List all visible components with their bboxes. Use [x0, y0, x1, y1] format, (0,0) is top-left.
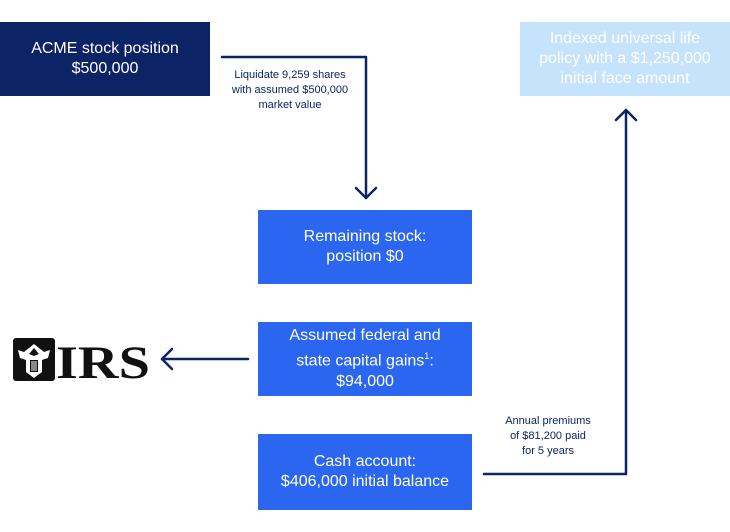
premiums-note-line3: for 5 years: [522, 445, 574, 457]
capital-gains-line2-text: state capital gains: [296, 352, 425, 370]
arrowhead-cash-to-iul: [614, 108, 638, 122]
arrow-cash-to-iul: [482, 108, 628, 476]
capital-gains-line2: state capital gains1:: [289, 346, 440, 371]
irs-logo-text: IRS: [56, 337, 150, 384]
capital-gains-value: $94,000: [336, 372, 394, 390]
capital-gains-line1: Assumed federal and: [289, 327, 441, 345]
liquidate-note: Liquidate 9,259 shares with assumed $500…: [216, 68, 364, 113]
premiums-note-line1: Annual premiums: [505, 415, 591, 427]
arrowhead-acme-to-remaining: [354, 186, 378, 200]
footnote-marker: 1: [424, 351, 430, 362]
remaining-stock-line2: position $0: [326, 248, 404, 265]
liquidate-note-line3: market value: [258, 99, 322, 111]
liquidate-note-line2: with assumed $500,000: [231, 84, 349, 96]
capital-gains-box: Assumed federal and state capital gains1…: [258, 322, 472, 396]
arrow-acme-to-remaining: [220, 55, 368, 200]
irs-eagle-seal-icon: [13, 338, 55, 381]
remaining-stock-box: Remaining stock: position $0: [258, 210, 472, 284]
acme-stock-box: ACME stock position $500,000: [0, 22, 210, 96]
premiums-note-line2: of $81,200 paid: [510, 430, 586, 442]
irs-logo: IRS: [13, 337, 150, 384]
cash-account-line2: $406,000 initial balance: [280, 473, 450, 490]
acme-stock-value: $500,000: [71, 60, 139, 77]
premiums-note: Annual premiums of $81,200 paid for 5 ye…: [486, 414, 610, 459]
iul-policy-box: Indexed universal life policy with a $1,…: [520, 22, 730, 96]
capital-gains-colon: :: [429, 352, 434, 370]
remaining-stock-line1: Remaining stock:: [303, 228, 427, 245]
iul-policy-line1: Indexed universal life: [549, 30, 701, 47]
arrowhead-taxes-to-irs: [160, 347, 174, 371]
iul-policy-line3: initial face amount: [560, 70, 690, 87]
cash-account-box: Cash account: $406,000 initial balance: [258, 434, 472, 510]
cash-account-line1: Cash account:: [313, 453, 417, 470]
iul-policy-line2: policy with a $1,250,000: [539, 50, 711, 67]
liquidate-note-line1: Liquidate 9,259 shares: [234, 69, 346, 81]
acme-stock-label: ACME stock position: [31, 40, 179, 57]
